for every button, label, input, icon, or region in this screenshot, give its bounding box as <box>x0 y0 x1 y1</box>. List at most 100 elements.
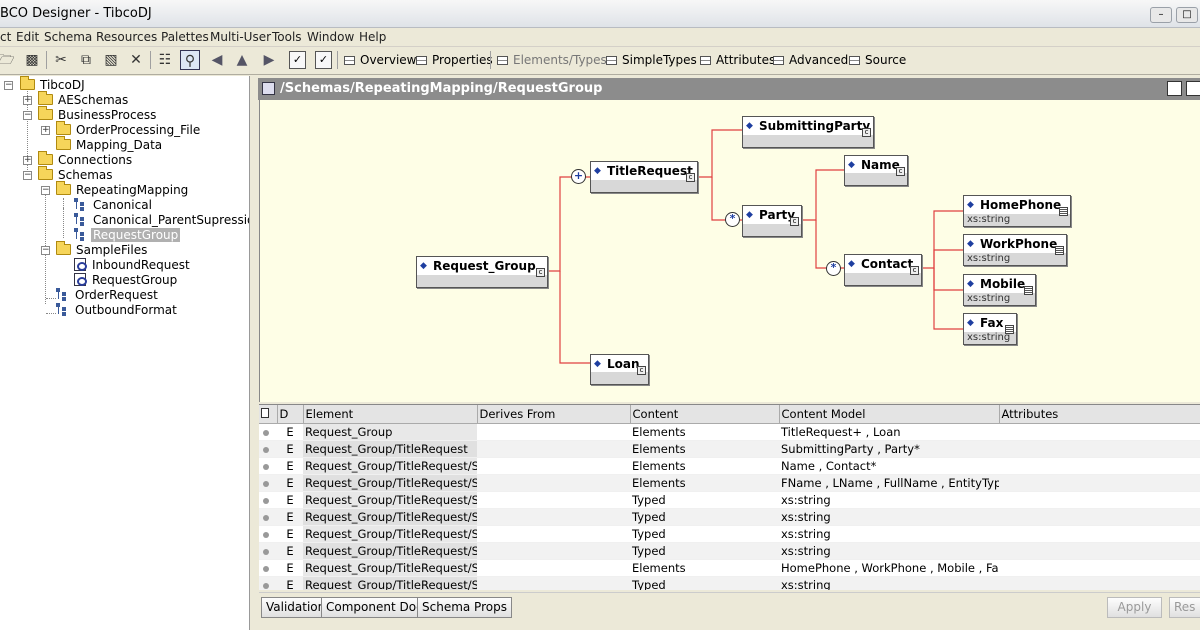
tree-expander[interactable]: − <box>41 185 50 195</box>
minimize-button[interactable]: – <box>1150 7 1172 23</box>
column-header-derives-from[interactable]: Derives From <box>477 405 631 424</box>
tree-expander[interactable]: − <box>23 170 32 180</box>
schema-props-button[interactable]: Schema Props <box>417 597 512 618</box>
copy-icon[interactable]: ⧉ <box>81 52 91 68</box>
reset-button[interactable]: Res <box>1169 597 1200 618</box>
tab-overview[interactable]: Overview <box>344 53 417 67</box>
menu-act[interactable]: ct <box>0 30 12 44</box>
tree-expander[interactable]: − <box>23 110 32 120</box>
tab-elements-types[interactable]: Elements/Types <box>497 53 607 67</box>
save-icon[interactable]: ▩ <box>25 52 39 68</box>
search-icon[interactable]: ⚲ <box>180 50 200 70</box>
tree-item-inboundrequest[interactable]: InboundRequest <box>74 258 192 273</box>
forward-arrow-icon[interactable]: ▶ <box>263 52 275 68</box>
column-header-icon[interactable] <box>259 405 278 424</box>
menu-multi-user[interactable]: Multi-User <box>210 30 272 44</box>
tree-expander[interactable]: − <box>41 245 50 255</box>
tree-expander[interactable]: + <box>23 95 32 105</box>
tab-properties[interactable]: Properties <box>416 53 493 67</box>
tree-expander[interactable]: − <box>4 80 13 90</box>
tree-item-schemas[interactable]: Schemas <box>38 166 115 183</box>
component-doc-button[interactable]: Component Doc <box>321 597 428 618</box>
folder-icon <box>38 106 53 120</box>
column-header-d[interactable]: D <box>277 405 304 424</box>
validation-button[interactable]: Validation <box>261 597 331 618</box>
delete-icon[interactable]: ✕ <box>130 52 142 68</box>
cut-icon[interactable]: ✂ <box>55 52 67 68</box>
tree-item-businessprocess[interactable]: BusinessProcess <box>38 106 158 123</box>
open-icon[interactable]: 🗁 <box>0 52 15 68</box>
menu-edit[interactable]: Edit <box>16 30 40 44</box>
schema-icon <box>74 213 88 226</box>
tab-simple-types[interactable]: SimpleTypes <box>606 53 697 67</box>
menu-help[interactable]: Help <box>359 30 387 44</box>
tree-expander[interactable]: + <box>23 155 32 165</box>
tree-item-samplefiles[interactable]: SampleFiles <box>56 241 149 258</box>
simple-type-icon <box>1055 246 1064 255</box>
cell-derives-from <box>477 457 630 475</box>
document-icon[interactable] <box>1167 81 1182 96</box>
menu-palettes[interactable]: Palettes <box>161 30 209 44</box>
menu-window[interactable]: Window <box>307 30 355 44</box>
tree-item-aeschemas[interactable]: AESchemas <box>38 91 130 108</box>
tree-item-connections[interactable]: Connections <box>38 151 134 168</box>
cell-content-model: xs:string <box>779 576 999 590</box>
menu-tools[interactable]: Tools <box>272 30 302 44</box>
elements-table: D Element Derives From Content Content M… <box>259 404 1200 590</box>
layout-icon[interactable] <box>1186 81 1200 96</box>
cell-d: E <box>277 423 303 441</box>
tree-item-requestgroup[interactable]: RequestGroup <box>74 228 181 243</box>
cell-derives-from <box>477 474 630 492</box>
back-arrow-icon[interactable]: ◀ <box>211 52 223 68</box>
column-header-content[interactable]: Content <box>630 405 780 424</box>
apply-button[interactable]: Apply <box>1107 597 1162 618</box>
tab-attributes[interactable]: Attributes <box>700 53 775 67</box>
row-marker <box>259 423 277 441</box>
column-header-attributes[interactable]: Attributes <box>999 405 1200 424</box>
validate-icon[interactable]: ✓ <box>289 51 306 69</box>
tree-item-outboundformat[interactable]: OutboundFormat <box>56 303 179 318</box>
up-arrow-icon[interactable]: ▲ <box>236 52 248 68</box>
menu-schema[interactable]: Schema <box>44 30 93 44</box>
tab-source[interactable]: Source <box>849 53 906 67</box>
validate-all-icon[interactable]: ✓ <box>315 51 332 69</box>
column-header-content-model[interactable]: Content Model <box>779 405 1000 424</box>
find-icon[interactable]: ☷ <box>158 52 172 68</box>
tree-item-mapping-data[interactable]: Mapping_Data <box>56 136 164 153</box>
tree-item-canonical[interactable]: Canonical <box>74 198 154 213</box>
cell-attributes <box>999 525 1200 543</box>
tree-item-tibcodj[interactable]: TibcoDJ <box>20 76 87 93</box>
tree-expander[interactable]: + <box>41 125 50 135</box>
menu-resources[interactable]: Resources <box>96 30 158 44</box>
paste-icon[interactable]: ▧ <box>104 52 118 68</box>
tree-item-canonical-parentsupression[interactable]: Canonical_ParentSupression <box>74 213 249 228</box>
column-header-element[interactable]: Element <box>303 405 478 424</box>
tree-item-requestgroup-xml[interactable]: RequestGroup <box>74 273 179 288</box>
tree-item-orderrequest[interactable]: OrderRequest <box>56 288 160 303</box>
maximize-button[interactable]: □ <box>1176 7 1198 23</box>
tree-item-orderprocessing-file[interactable]: OrderProcessing_File <box>56 121 202 138</box>
tab-advanced[interactable]: Advanced <box>773 53 848 67</box>
tree-item-repeatingmapping[interactable]: RepeatingMapping <box>56 181 190 198</box>
